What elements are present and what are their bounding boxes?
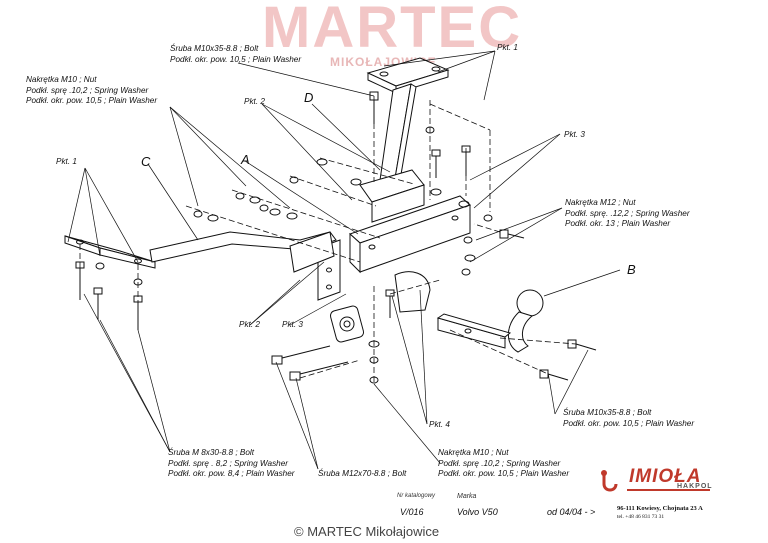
company-phone: tel. +48 46 831 73 31	[617, 514, 665, 520]
callout-line: Śruba M 8x30-8.8 ; Bolt	[168, 448, 255, 457]
part-label-b: B	[627, 262, 636, 277]
callout-bolt-m12x70: Śruba M12x70-8.8 ; Bolt	[318, 469, 407, 478]
hook-logo-icon	[601, 470, 618, 492]
copyright-text: © MARTEC Mikołajowice	[294, 524, 440, 539]
callout-line: Śruba M10x35-8.8 ; Bolt	[563, 408, 652, 417]
callout-bolt-m10x35-top: Śruba M10x35-8.8 ; Bolt Podkł. okr. pow.…	[170, 44, 301, 65]
side-arm-c	[64, 231, 337, 273]
make-value: Volvo V50	[457, 507, 498, 517]
callout-line: Podkł. sprę. .12,2 ; Spring Washer	[565, 208, 690, 218]
socket-plate	[329, 271, 431, 343]
callout-bolt-m8x30: Śruba M 8x30-8.8 ; Bolt Podkł. sprę . 8,…	[168, 448, 295, 480]
ball-hitch-b	[436, 289, 544, 353]
brand-name: IMIOŁA	[629, 466, 702, 487]
assembly-lines	[79, 96, 577, 384]
model-year-value: od 04/04 - >	[547, 507, 596, 517]
catalog-number-label: Nr katalogowy	[397, 493, 436, 499]
callout-pkt2-top: Pkt. 2	[244, 97, 265, 106]
callout-nut-m10-left: Nakrętka M10 ; Nut Podkł. sprę .10,2 ; S…	[26, 75, 157, 107]
callout-pkt1-left: Pkt. 1	[56, 157, 77, 166]
callout-pkt1-top: Pkt. 1	[497, 43, 518, 52]
callout-line: Śruba M10x35-8.8 ; Bolt	[170, 44, 259, 53]
callout-nut-m10-bottom: Nakrętka M10 ; Nut Podkł. sprę .10,2 ; S…	[438, 448, 569, 480]
callout-line: Podkł. okr. pow. 10,5 ; Plain Washer	[563, 418, 695, 428]
part-label-d: D	[304, 90, 314, 105]
crossbar-a	[317, 195, 471, 301]
callout-line: Nakrętka M10 ; Nut	[26, 75, 97, 84]
callout-line: Podkł. okr. pow. 10,5 ; Plain Washer	[170, 54, 302, 64]
callout-line: Podkł. okr. pow. 10,5 ; Plain Washer	[26, 96, 158, 105]
callout-pkt3-bottom: Pkt. 3	[282, 320, 303, 329]
callout-line: Podkł. okr. pow. 10,5 ; Plain Washer	[438, 469, 570, 478]
watermark-title: MARTEC	[262, 0, 523, 60]
company-address: 96-111 Kowiesy, Chojnata 23 A	[617, 505, 703, 512]
make-label: Marka	[457, 493, 477, 500]
part-label-c: C	[141, 154, 151, 169]
callout-line: Nakrętka M10 ; Nut	[438, 448, 509, 457]
callout-pkt3-right: Pkt. 3	[564, 130, 585, 139]
callout-pkt2-bottom: Pkt. 2	[239, 320, 260, 329]
callout-line: Podkł. sprę .10,2 ; Spring Washer	[26, 85, 149, 95]
brand-subtitle: HAKPOL	[677, 483, 713, 490]
callout-line: Podkł. okr. 13 ; Plain Washer	[565, 219, 671, 228]
callout-pkt4: Pkt. 4	[429, 420, 450, 429]
brand-underline	[627, 489, 710, 491]
callout-line: Podkł. okr. pow. 8,4 ; Plain Washer	[168, 469, 295, 478]
leader-lines	[67, 50, 621, 470]
callout-line: Nakrętka M12 ; Nut	[565, 198, 636, 207]
callout-line: Podkł. sprę . 8,2 ; Spring Washer	[168, 458, 288, 468]
callout-nut-m12: Nakrętka M12 ; Nut Podkł. sprę. .12,2 ; …	[565, 198, 690, 230]
part-label-a: A	[241, 152, 250, 167]
bracket-d	[359, 57, 450, 223]
catalog-number-value: V/016	[400, 507, 424, 517]
callout-line: Podkł. sprę .10,2 ; Spring Washer	[438, 458, 561, 468]
callout-bolt-m10x35-right: Śruba M10x35-8.8 ; Bolt Podkł. okr. pow.…	[563, 408, 694, 429]
